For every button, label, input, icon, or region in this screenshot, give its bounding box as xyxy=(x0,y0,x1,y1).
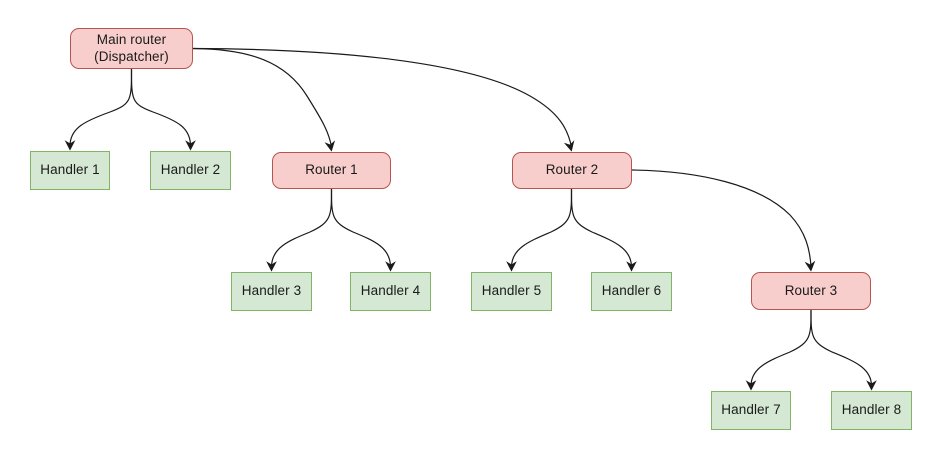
edge-main-to-router-2 xyxy=(192,47,573,148)
node-label: Handler 8 xyxy=(841,402,902,418)
arrow-router-3-head xyxy=(804,260,816,272)
node-handler-4[interactable]: Handler 4 xyxy=(350,272,431,311)
arrow-handler-3-head xyxy=(266,261,277,272)
edge-router3-to-handler-7 xyxy=(750,309,812,387)
node-handler-6[interactable]: Handler 6 xyxy=(591,272,672,311)
node-label: Router 3 xyxy=(784,282,838,298)
node-label: Handler 6 xyxy=(601,283,662,299)
node-label: Handler 5 xyxy=(481,283,542,299)
edge-main-to-handler-2 xyxy=(130,68,192,147)
node-label: Handler 7 xyxy=(721,402,781,418)
arrow-router-2-head xyxy=(563,140,575,152)
arrow-handler-4-head xyxy=(385,261,396,272)
node-label: Main router (Dispatcher) xyxy=(94,32,169,64)
edge-router2-to-handler-6 xyxy=(570,188,633,268)
edge-router2-to-router-3 xyxy=(631,169,812,268)
node-handler-5[interactable]: Handler 5 xyxy=(471,272,552,311)
node-label: Handler 2 xyxy=(160,162,221,178)
edge-router3-to-handler-8 xyxy=(810,309,873,387)
edge-main-to-router-1 xyxy=(192,47,333,148)
arrow-handler-7-head xyxy=(745,380,757,391)
node-router-3[interactable]: Router 3 xyxy=(751,272,871,310)
node-handler-2[interactable]: Handler 2 xyxy=(150,151,231,190)
node-label: Handler 3 xyxy=(241,283,302,299)
arrow-handler-6-head xyxy=(626,261,637,272)
node-handler-8[interactable]: Handler 8 xyxy=(831,391,912,430)
arrow-router-1-head xyxy=(324,140,336,152)
arrow-handler-2-head xyxy=(185,140,196,151)
node-label: Router 1 xyxy=(305,162,358,178)
edge-main-to-handler-1 xyxy=(69,68,133,147)
node-router-1[interactable]: Router 1 xyxy=(272,152,391,189)
node-handler-1[interactable]: Handler 1 xyxy=(30,151,110,190)
node-label: Handler 1 xyxy=(40,162,100,178)
node-main-router[interactable]: Main router (Dispatcher) xyxy=(70,28,193,69)
arrow-handler-8-head xyxy=(866,380,877,391)
node-handler-7[interactable]: Handler 7 xyxy=(711,391,791,430)
edge-router2-to-handler-5 xyxy=(510,188,573,268)
edge-router1-to-handler-3 xyxy=(270,188,333,268)
edge-router1-to-handler-4 xyxy=(330,188,392,268)
node-label: Router 2 xyxy=(545,162,599,178)
node-handler-3[interactable]: Handler 3 xyxy=(231,272,312,311)
arrow-handler-5-head xyxy=(506,261,517,272)
arrow-handler-1-head xyxy=(64,140,76,151)
node-label: Handler 4 xyxy=(360,283,421,299)
node-router-2[interactable]: Router 2 xyxy=(512,152,632,189)
